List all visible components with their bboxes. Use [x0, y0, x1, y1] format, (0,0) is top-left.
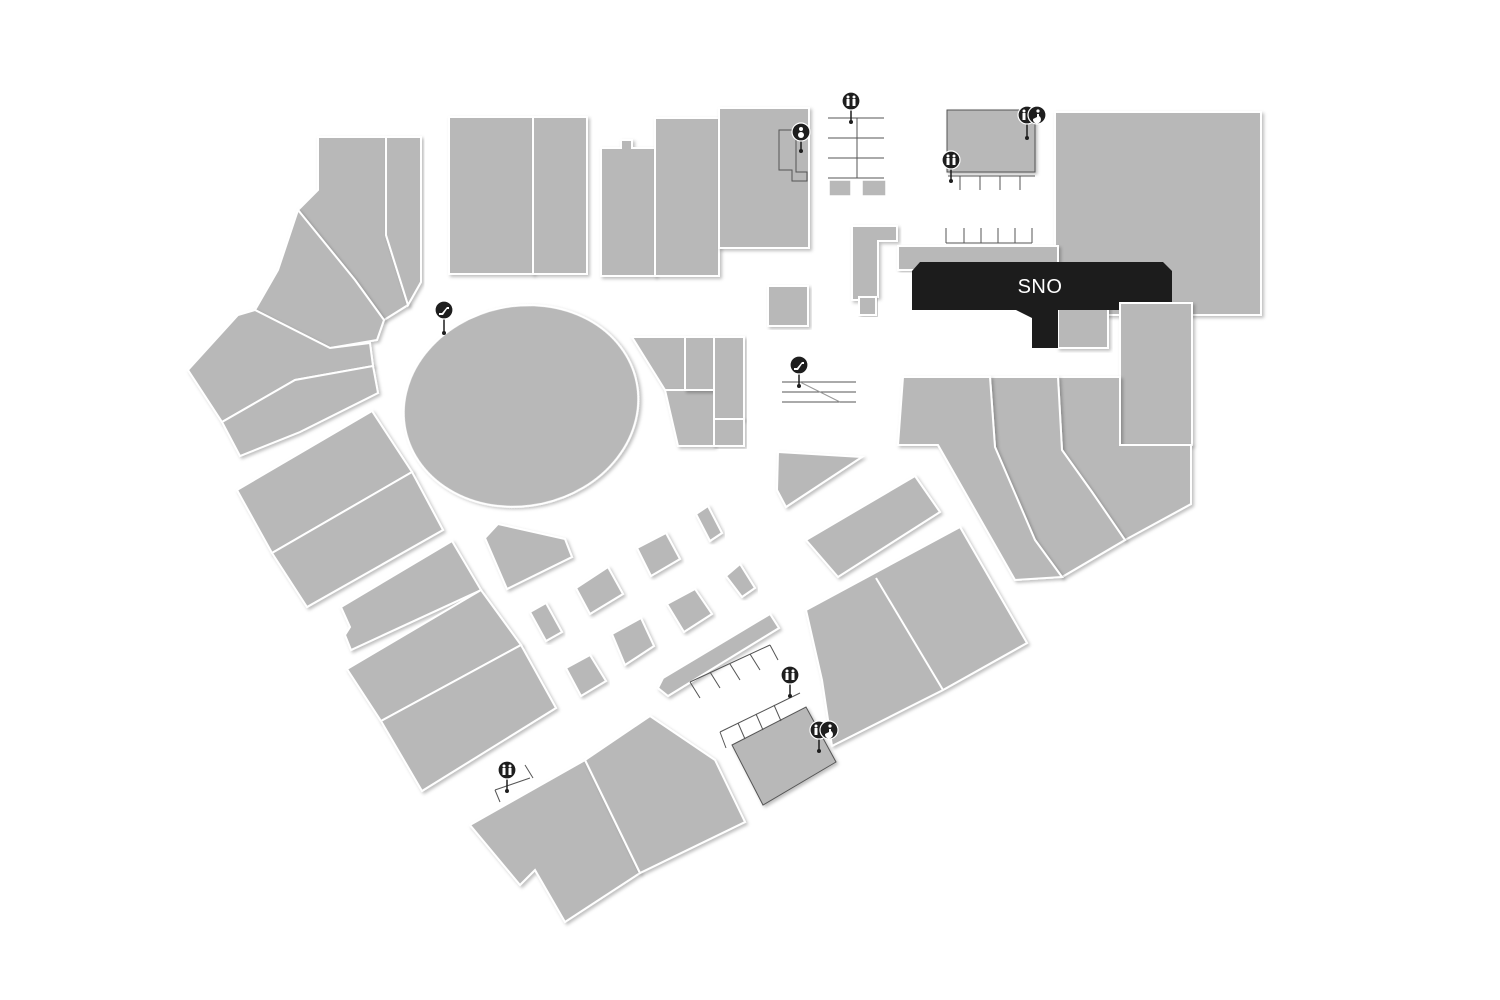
store-unit[interactable]	[804, 474, 942, 579]
store-group-northwest	[186, 136, 422, 458]
store-unit[interactable]	[270, 470, 445, 609]
store-group-west	[235, 409, 558, 793]
central-atrium-store[interactable]	[385, 284, 657, 529]
kiosk-group-center	[483, 504, 757, 698]
kiosk[interactable]	[483, 522, 574, 591]
store-unit[interactable]	[600, 139, 656, 277]
store-unit[interactable]	[1119, 302, 1193, 446]
highlighted-store[interactable]: SNO	[912, 262, 1172, 348]
store-unit[interactable]	[896, 376, 1064, 582]
escalator-center	[782, 381, 856, 403]
store-group-east	[896, 302, 1193, 582]
store-unit[interactable]	[532, 116, 588, 275]
baby-change-room	[778, 129, 808, 182]
accessible-restroom-icon[interactable]	[1027, 105, 1047, 125]
highlighted-store-shape[interactable]	[912, 262, 1172, 348]
kiosk[interactable]	[610, 616, 656, 667]
store-unit[interactable]	[767, 285, 809, 327]
store-unit[interactable]	[656, 612, 781, 698]
kiosk[interactable]	[635, 531, 682, 578]
restroom-icon[interactable]	[497, 760, 517, 793]
store-unit[interactable]	[775, 450, 866, 509]
store-group-center	[630, 336, 866, 509]
store-unit[interactable]	[385, 136, 422, 308]
store-unit[interactable]	[339, 539, 483, 652]
store-unit[interactable]	[654, 117, 720, 277]
store-unit[interactable]	[858, 296, 877, 316]
kiosk[interactable]	[564, 653, 608, 698]
store-unit[interactable]	[713, 418, 745, 447]
restroom-icon[interactable]	[841, 91, 861, 124]
kiosk[interactable]	[861, 179, 887, 197]
kiosk[interactable]	[724, 562, 757, 599]
store-unit[interactable]	[663, 389, 715, 447]
store-unit[interactable]	[220, 364, 380, 458]
store-unit[interactable]	[583, 714, 747, 875]
escalator-icon[interactable]	[434, 300, 454, 335]
store-unit[interactable]	[684, 336, 715, 391]
store-unit[interactable]	[630, 336, 686, 391]
store-group-south	[468, 714, 747, 924]
restroom-corridor-north	[828, 117, 887, 197]
accessible-restroom-icon[interactable]	[819, 720, 839, 740]
store-unit[interactable]	[253, 207, 386, 350]
restroom-icon[interactable]	[941, 150, 961, 183]
restroom-icon[interactable]	[780, 665, 800, 698]
highlighted-store-label: SNO	[1018, 276, 1063, 298]
store-unit[interactable]	[448, 116, 534, 275]
kiosk[interactable]	[574, 565, 625, 616]
store-unit[interactable]	[713, 336, 745, 420]
baby-change-icon[interactable]	[791, 122, 811, 153]
store-unit[interactable]	[379, 643, 558, 793]
kiosk[interactable]	[694, 504, 724, 543]
escalator-icon[interactable]	[789, 355, 809, 388]
restroom-block-northeast	[945, 109, 1036, 244]
kiosk[interactable]	[528, 601, 564, 643]
store-group-southeast	[804, 474, 1029, 748]
store-unit[interactable]	[851, 225, 898, 301]
kiosk[interactable]	[828, 179, 852, 197]
kiosk[interactable]	[665, 587, 714, 634]
store-group-north	[448, 107, 810, 277]
store-row-center-south	[656, 612, 781, 699]
